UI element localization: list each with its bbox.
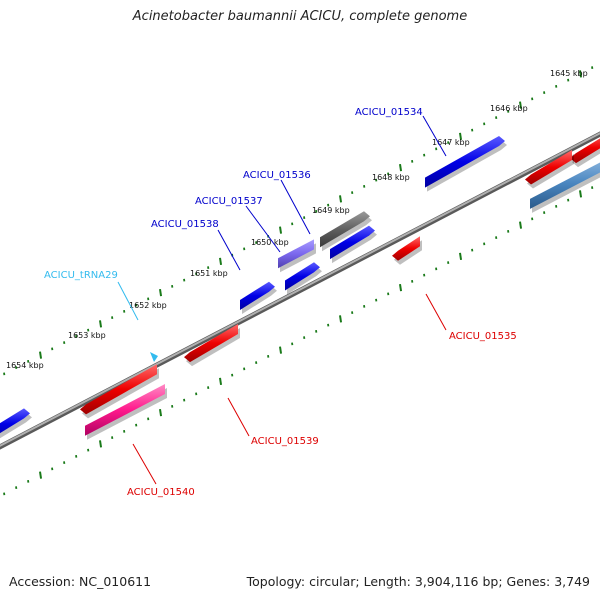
genome-summary-text: Topology: circular; Length: 3,904,116 bp… (246, 574, 590, 589)
leader-01537 (245, 205, 281, 253)
kbp-label-1646: 1646 kbp (490, 104, 528, 113)
kbp-labels: 1645 kbp 1646 kbp 1647 kbp 1648 kbp 1649… (6, 69, 588, 370)
tick-mark (219, 377, 223, 386)
kbp-label-1653: 1653 kbp (68, 331, 106, 340)
tick-mark (339, 195, 343, 203)
gene-ACICU_01535 (392, 236, 422, 265)
gene-ACICU_01540 (85, 384, 167, 440)
gene-ACICU_01539 (184, 324, 240, 367)
tick-mark (279, 226, 283, 234)
leader-trna29 (117, 281, 139, 321)
label-leader-lines (117, 115, 447, 485)
tick-mark (99, 320, 103, 328)
genome-backbone (0, 131, 600, 450)
tick-mark (459, 132, 463, 141)
tick-mark (39, 351, 43, 359)
gene-reverse-upper-right (525, 150, 574, 189)
kbp-label-1645: 1645 kbp (550, 69, 588, 78)
gene-ACICU_01536 (330, 225, 377, 264)
tick-mark (39, 471, 43, 479)
tick-mark (579, 70, 583, 78)
tick-mark (279, 346, 283, 354)
gene-label-01534: ACICU_01534 (355, 107, 423, 118)
kbp-label-1647: 1647 kbp (432, 138, 470, 147)
misc-feature (278, 239, 316, 273)
kbp-label-1648: 1648 kbp (372, 173, 410, 182)
map-title: Acinetobacter baumannii ACICU, complete … (132, 9, 468, 24)
tick-mark (519, 221, 523, 229)
gene-red-reverse (80, 364, 159, 419)
leader-01538 (217, 229, 241, 271)
gene-label-trna29: ACICU_tRNA29 (44, 270, 118, 281)
pseudo-feature (320, 211, 372, 252)
tick-mark (159, 289, 163, 297)
gene-ACICU_01534 (425, 135, 507, 192)
gene-ACICU_01538 (240, 281, 277, 314)
tick-mark (399, 283, 403, 292)
tick-mark (459, 252, 463, 261)
tick-mark (99, 440, 103, 448)
tick-mark (159, 409, 163, 417)
trna-ACICU_tRNA29 (150, 352, 158, 362)
gene-reverse-right-edge (570, 138, 600, 168)
gene-label-01538: ACICU_01538 (151, 219, 219, 230)
tick-mark (399, 163, 403, 172)
kbp-label-1649: 1649 kbp (312, 206, 350, 215)
gene-label-01535: ACICU_01535 (449, 331, 517, 342)
kbp-label-1654: 1654 kbp (6, 361, 44, 370)
leader-01539 (227, 397, 250, 437)
gene-label-01537: ACICU_01537 (195, 196, 263, 207)
gene-labels: ACICU_01534 ACICU_01536 ACICU_01537 ACIC… (44, 107, 517, 498)
tick-mark (579, 190, 583, 198)
kbp-label-1651: 1651 kbp (190, 269, 228, 278)
leader-01534 (422, 115, 447, 157)
gene-label-01539: ACICU_01539 (251, 436, 319, 447)
accession-text: Accession: NC_010611 (9, 574, 152, 589)
tick-mark (219, 257, 223, 266)
leader-01535 (425, 293, 447, 331)
leader-01536 (280, 179, 311, 235)
gene-steelblue (530, 162, 600, 213)
tick-mark (339, 315, 343, 323)
gene-forward-left-edge (0, 408, 32, 439)
kbp-label-1650: 1650 kbp (251, 238, 289, 247)
tick-mark (519, 101, 523, 109)
gene-label-01536: ACICU_01536 (243, 170, 311, 181)
gene-ACICU_01537 (285, 262, 322, 295)
gene-features (0, 135, 600, 440)
gene-label-01540: ACICU_01540 (127, 487, 195, 498)
kbp-tick-track (3, 66, 594, 496)
kbp-label-1652: 1652 kbp (129, 301, 167, 310)
leader-01540 (132, 443, 157, 485)
